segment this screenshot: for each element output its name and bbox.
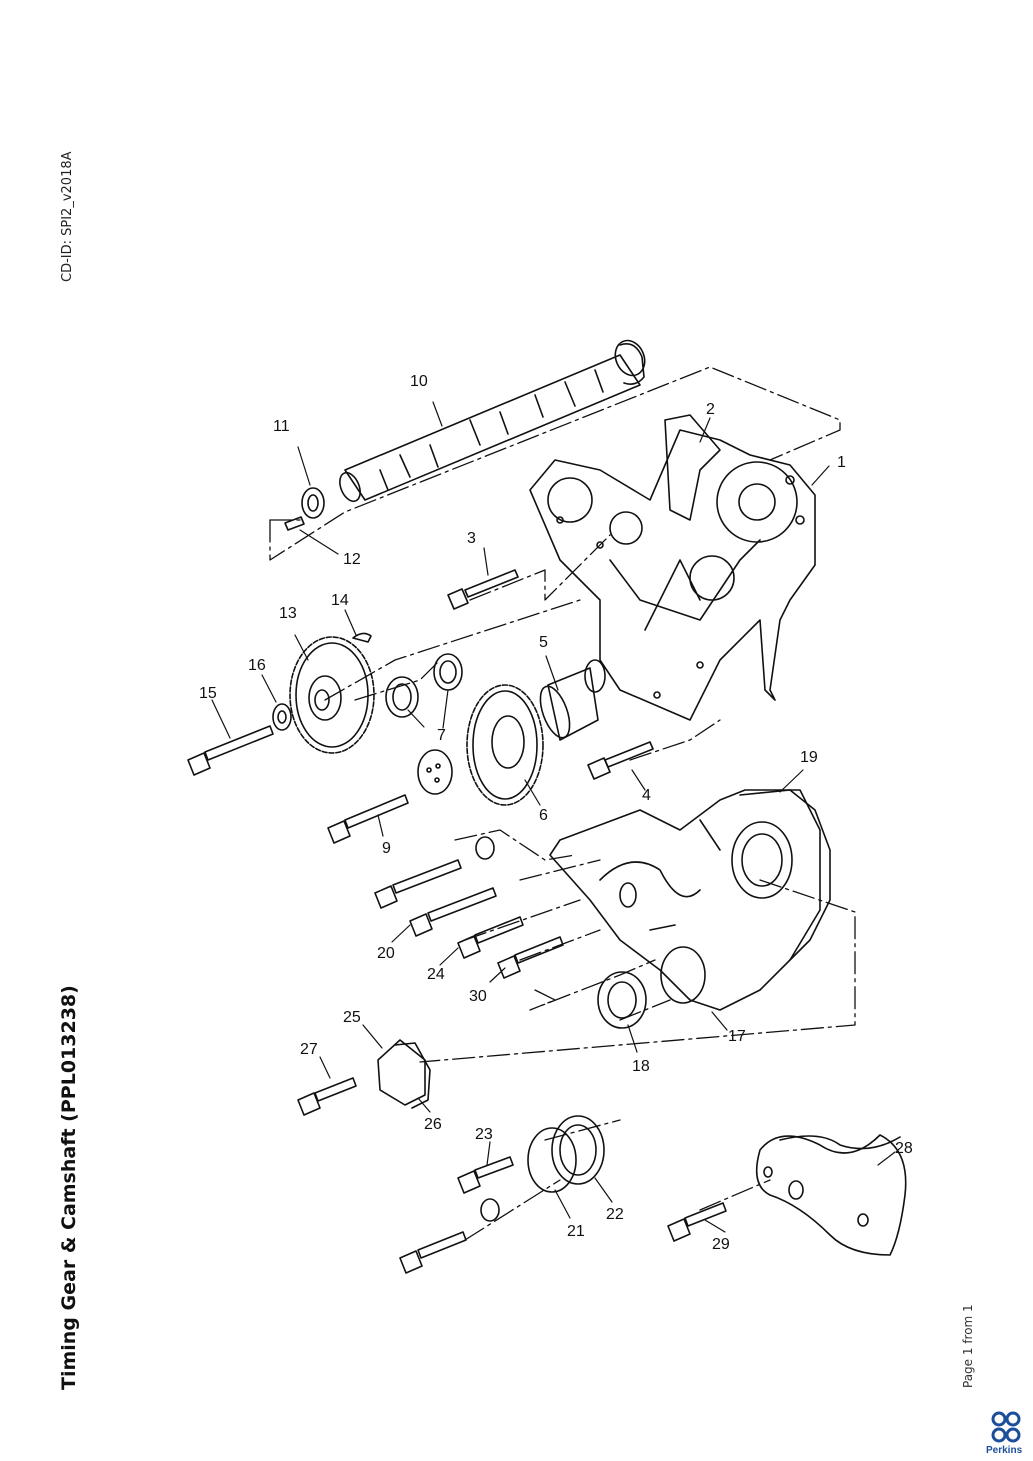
- crankshaft-oil-seal: [597, 971, 647, 1029]
- timing-case-gasket: [664, 414, 721, 521]
- cover-plate-gasket: [551, 1115, 605, 1185]
- perkins-logo: Perkins: [986, 1410, 1028, 1458]
- camshaft: [339, 339, 646, 503]
- callout-10: 10: [410, 373, 428, 390]
- bolt-24: [457, 916, 524, 959]
- timing-cover-gasket: [739, 789, 831, 961]
- woodruff-key: [352, 632, 372, 643]
- bolt-20-long: [374, 859, 462, 909]
- idler-hub: [539, 659, 606, 741]
- callout-27: 27: [300, 1041, 318, 1058]
- callout-19: 19: [800, 749, 818, 766]
- callout-3: 3: [467, 530, 476, 547]
- callout-9: 9: [382, 840, 391, 857]
- timing-cover: [549, 789, 821, 1011]
- callout-4: 4: [642, 787, 651, 804]
- perkins-logo-mark: [991, 1411, 1021, 1443]
- callout-14: 14: [331, 592, 349, 609]
- bolt-21-long: [399, 1231, 467, 1274]
- callout-22: 22: [606, 1206, 624, 1223]
- washer-21: [480, 1198, 500, 1222]
- bolt-15: [187, 725, 274, 776]
- callout-18: 18: [632, 1058, 650, 1075]
- callout-25: 25: [343, 1009, 361, 1026]
- bolt-27: [297, 1077, 357, 1116]
- camshaft-gear: [289, 636, 375, 754]
- bolt-30: [497, 936, 564, 979]
- assembly-axis-lines: [269, 366, 856, 1241]
- callout-26: 26: [424, 1116, 442, 1133]
- bolt-4: [587, 741, 654, 780]
- callout-30: 30: [469, 988, 487, 1005]
- callout-29: 29: [712, 1236, 730, 1253]
- bolt-9: [327, 794, 409, 844]
- timing-case-housing: [529, 429, 816, 721]
- bolt-3: [447, 569, 519, 610]
- callout-21: 21: [567, 1223, 585, 1240]
- callout-2: 2: [706, 401, 715, 418]
- callout-7: 7: [437, 727, 446, 744]
- callout-leaders: [211, 401, 896, 1233]
- callout-28: 28: [895, 1140, 913, 1157]
- callout-11: 11: [273, 418, 290, 435]
- callout-24: 24: [427, 966, 445, 983]
- idler-bush-a: [385, 676, 419, 718]
- bolt-29: [667, 1202, 727, 1242]
- bolt-23: [457, 1156, 514, 1194]
- bolt-20: [409, 887, 497, 937]
- dowel-pin: [284, 516, 305, 531]
- callout-16: 16: [248, 657, 266, 674]
- callout-23: 23: [475, 1126, 493, 1143]
- perkins-wordmark: Perkins: [986, 1445, 1023, 1456]
- blanking-plate: [377, 1039, 426, 1106]
- callout-1: 1: [837, 454, 846, 471]
- thrust-plate: [417, 749, 453, 795]
- callout-20: 20: [377, 945, 395, 962]
- callout-12: 12: [343, 551, 361, 568]
- callout-15: 15: [199, 685, 217, 702]
- thrust-washer: [301, 487, 325, 519]
- gear-washer: [272, 703, 292, 731]
- idler-gear: [466, 684, 544, 806]
- callout-6: 6: [539, 807, 548, 824]
- cover-plate: [527, 1127, 577, 1193]
- timing-pointer-plate: [755, 1134, 907, 1256]
- idler-bush-b: [433, 653, 463, 691]
- callout-5: 5: [539, 634, 548, 651]
- callout-17: 17: [728, 1028, 746, 1045]
- washer-20: [475, 836, 495, 860]
- callout-13: 13: [279, 605, 297, 622]
